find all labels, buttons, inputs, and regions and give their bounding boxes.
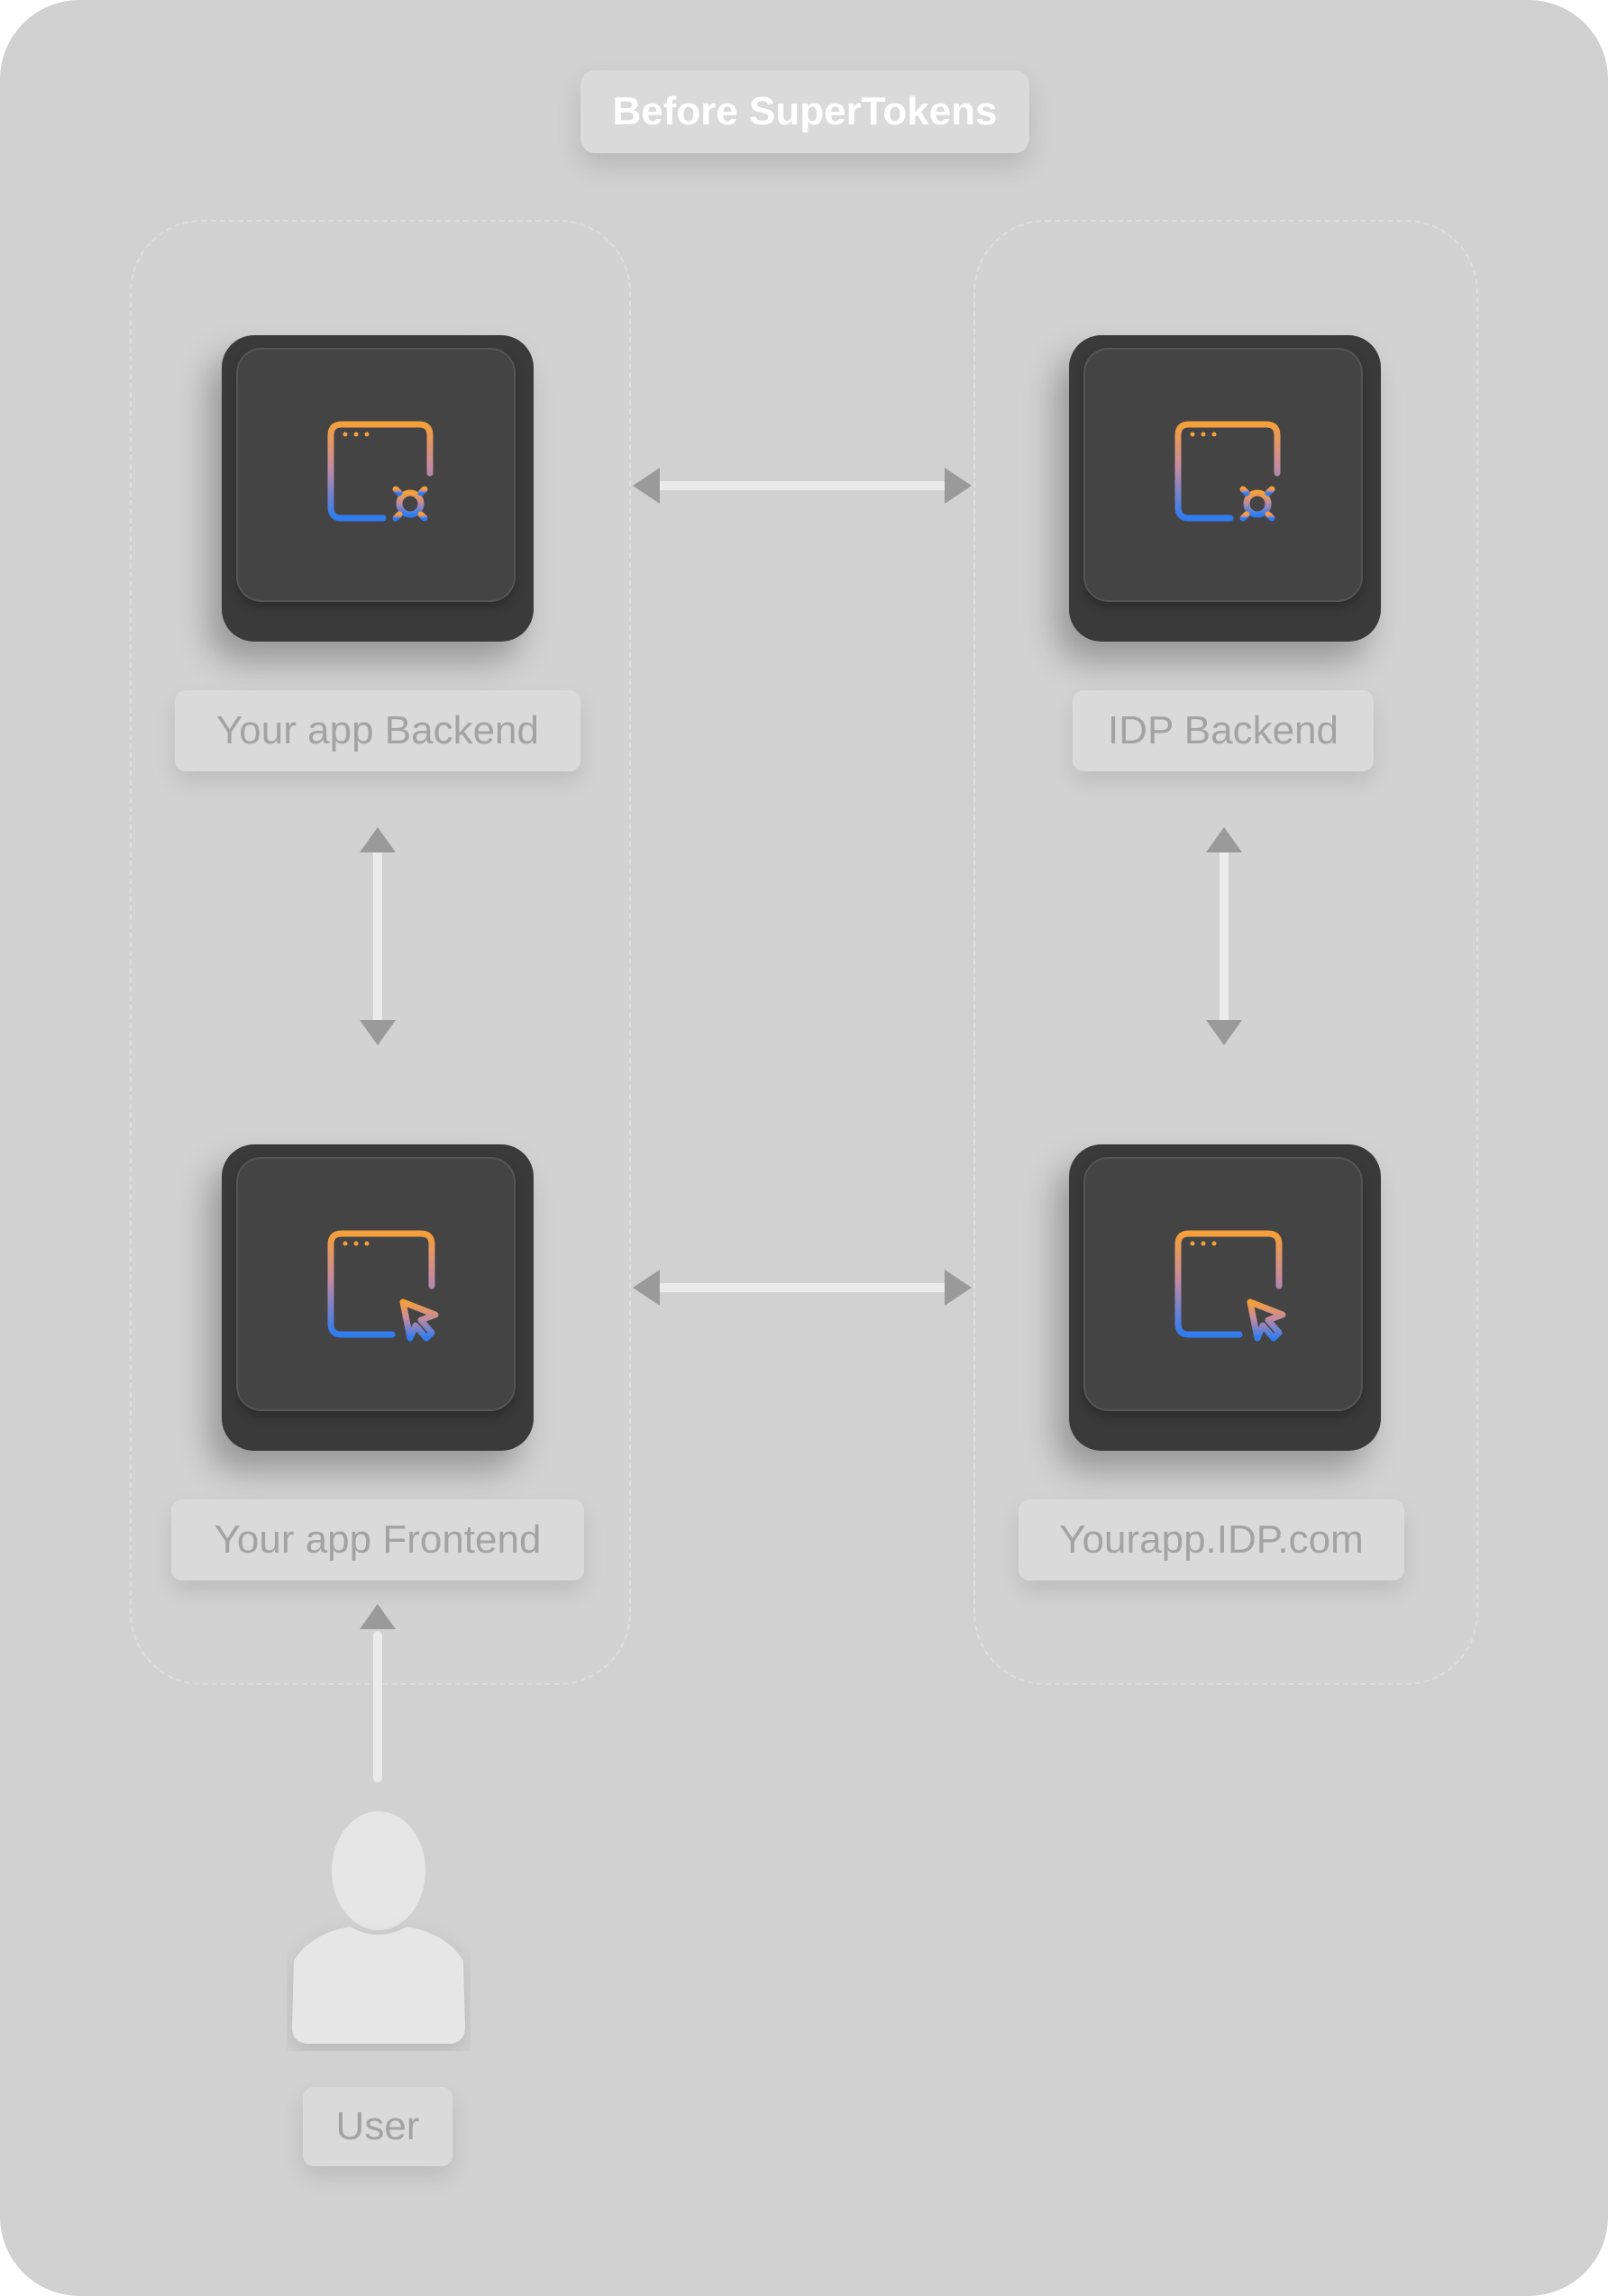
arrow-app-backend-to-frontend — [360, 827, 396, 1045]
app-backend-node — [222, 335, 534, 642]
app-backend-label: Your app Backend — [175, 690, 580, 771]
app-frontend-label: Your app Frontend — [171, 1499, 584, 1581]
arrow-frontend-to-idp-frontend — [633, 1270, 972, 1306]
user-icon — [292, 1811, 465, 2044]
idp-backend-label: IDP Backend — [1073, 690, 1374, 771]
arrow-idp-backend-to-frontend — [1206, 827, 1242, 1045]
server-settings-icon — [327, 421, 434, 527]
arrow-backend-to-idp-backend — [633, 468, 972, 504]
idp-backend-node — [1069, 335, 1381, 642]
browser-cursor-icon — [1174, 1230, 1286, 1342]
idp-frontend-node — [1069, 1144, 1381, 1451]
arrow-user-to-frontend — [360, 1604, 396, 1782]
diagram-title: Before SuperTokens — [580, 70, 1029, 153]
server-settings-icon — [1174, 421, 1281, 527]
idp-frontend-label: Yourapp.IDP.com — [1019, 1499, 1404, 1581]
browser-cursor-icon — [327, 1230, 439, 1342]
user-label: User — [303, 2087, 452, 2166]
app-frontend-node — [222, 1144, 534, 1451]
